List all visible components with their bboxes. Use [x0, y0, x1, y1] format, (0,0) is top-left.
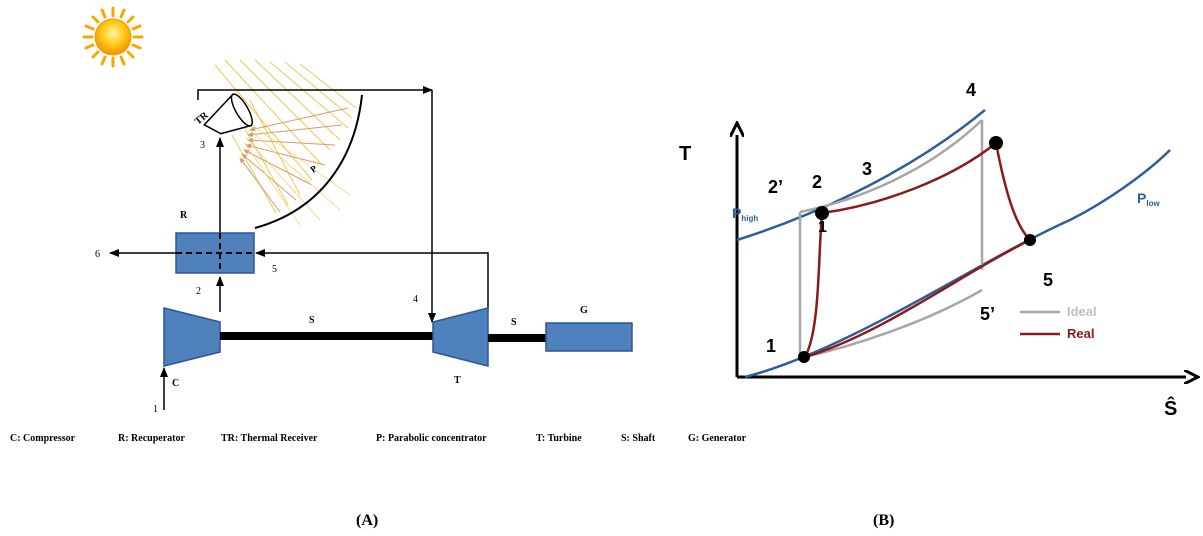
- label-s1: S: [309, 315, 315, 326]
- state-2: 2: [196, 286, 201, 297]
- key-shaft: S: Shaft: [621, 433, 656, 444]
- real-cycle: [803, 142, 1031, 359]
- pipe-turbine-exhaust: [255, 249, 489, 310]
- x-axis-label: Ŝ: [1164, 396, 1177, 420]
- state-6: 6: [95, 249, 100, 260]
- legend-ideal: Ideal: [1067, 304, 1097, 319]
- turbine: [432, 307, 489, 367]
- point-4: [989, 136, 1003, 150]
- label-pt-5p: 5’: [980, 304, 995, 324]
- legend-real: Real: [1067, 326, 1094, 341]
- ts-legend: Ideal Real: [1020, 304, 1097, 341]
- key-parabolic-concentrator: P: Parabolic concentrator: [376, 433, 487, 444]
- label-p: P: [308, 163, 319, 175]
- label-pt-5: 5: [1043, 270, 1053, 290]
- ts-diagram: T Ŝ Phigh Plow 1 1 2’ 2 3 4 5: [679, 80, 1186, 420]
- point-5: [1024, 234, 1036, 246]
- label-pt-3: 3: [862, 159, 872, 179]
- label-pt-4: 4: [966, 80, 976, 100]
- state-1: 1: [153, 404, 158, 415]
- y-axis-label: T: [679, 143, 691, 165]
- label-r: R: [180, 210, 188, 221]
- thermal-receiver: [202, 93, 253, 135]
- ideal-cycle: [798, 119, 984, 360]
- key-thermal-receiver: TR: Thermal Receiver: [221, 433, 318, 444]
- parabolic-concentrator: [254, 94, 363, 229]
- caption-a: (A): [356, 512, 379, 529]
- label-c: C: [172, 378, 179, 389]
- p-low-label: Plow: [1137, 190, 1160, 208]
- key-compressor: C: Compressor: [10, 433, 76, 444]
- label-s2: S: [511, 317, 517, 328]
- shaft-turbine-generator: [488, 334, 546, 342]
- key-turbine: T: Turbine: [536, 433, 582, 444]
- shaft-compressor-turbine: [220, 332, 433, 340]
- p-high-label: Phigh: [732, 205, 758, 223]
- label-g: G: [580, 305, 588, 316]
- sun-icon: [82, 6, 144, 68]
- solar-rays: [214, 59, 357, 214]
- label-pt-2p: 2’: [768, 177, 783, 197]
- point-1: [798, 351, 810, 363]
- cycle-schematic: P TR 3 2 R 5 6 C 1 S: [95, 59, 633, 415]
- point-2: [815, 206, 829, 220]
- key-generator: G: Generator: [688, 433, 747, 444]
- state-3: 3: [200, 140, 205, 151]
- key-recuperator: R: Recuperator: [118, 433, 185, 444]
- label-pt-2: 2: [812, 172, 822, 192]
- component-key: C: Compressor R: Recuperator TR: Thermal…: [0, 433, 1203, 449]
- pipe-receiver-to-turbine: [197, 86, 433, 100]
- isobar-low: [744, 149, 1171, 379]
- caption-b: (B): [873, 512, 895, 529]
- isobar-high: [736, 109, 986, 242]
- state-4: 4: [413, 294, 418, 305]
- label-t: T: [454, 375, 461, 386]
- compressor: [163, 307, 221, 367]
- generator: [545, 322, 633, 352]
- label-pt-1-below: 1: [818, 219, 827, 236]
- state-5: 5: [272, 264, 277, 275]
- label-pt-1: 1: [766, 336, 776, 356]
